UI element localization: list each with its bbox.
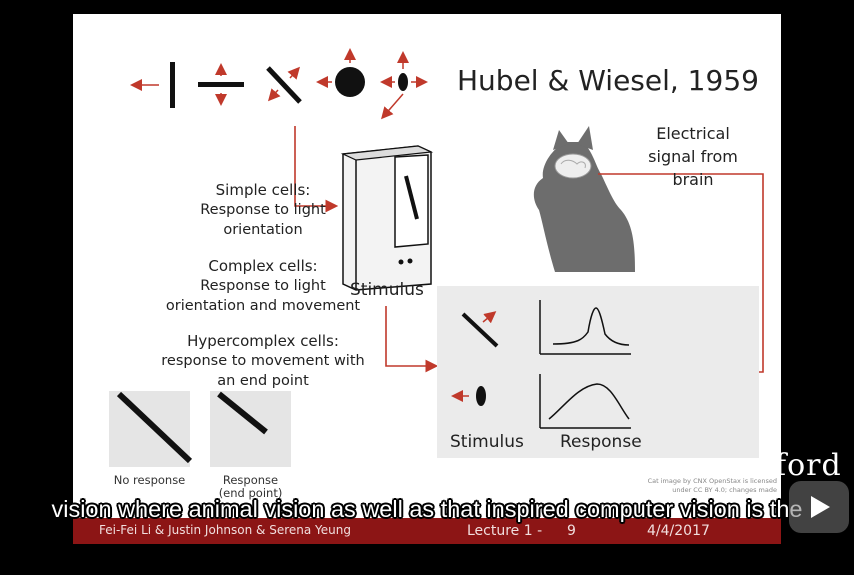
stanford-watermark: ford — [775, 448, 842, 483]
complex-cells-heading: Complex cells: — [208, 257, 318, 275]
diagonal-bar-stimulus-icon — [266, 66, 302, 104]
panel-stimulus-label: Stimulus — [450, 432, 524, 452]
hypercomplex-cells-heading: Hypercomplex cells: — [187, 332, 339, 350]
slide-title: Hubel & Wiesel, 1959 — [457, 64, 759, 97]
footer-date: 4/4/2017 — [647, 523, 710, 539]
large-dot-stimulus-icon — [316, 48, 365, 97]
stimulus-label: Stimulus — [350, 280, 424, 300]
play-icon — [811, 496, 830, 518]
horizontal-bar-stimulus-icon — [198, 63, 244, 106]
stimulus-monitor-icon — [340, 145, 434, 291]
vertical-bar-stimulus-icon — [130, 62, 175, 108]
small-oval-stimulus-icon — [380, 51, 428, 120]
video-subtitle: vision where animal vision as well as th… — [51, 496, 803, 522]
footer-authors: Fei-Fei Li & Justin Johnson & Serena Yeu… — [99, 523, 351, 537]
stimulus-diagram — [109, 48, 764, 467]
electrical-signal-label: Electrical signal from brain — [648, 124, 738, 189]
response-caption: Response (end point) — [218, 473, 283, 500]
simple-cells-description: Simple cells: Response to light orientat… — [133, 180, 393, 240]
no-response-image — [109, 391, 190, 467]
footer-slide-number: 9 — [567, 523, 576, 539]
lecture-slide: Hubel & Wiesel, 1959 — [73, 14, 781, 544]
footer-lecture: Lecture 1 - — [467, 523, 543, 539]
play-button[interactable] — [789, 481, 849, 533]
cat-silhouette-icon — [533, 126, 635, 272]
slide-footer: Fei-Fei Li & Justin Johnson & Serena Yeu… — [73, 518, 781, 544]
complex-cells-description: Complex cells: Response to light orienta… — [133, 256, 393, 316]
image-credit: Cat image by CNX OpenStax is licensed un… — [647, 477, 777, 494]
simple-cells-heading: Simple cells: — [215, 181, 311, 199]
end-point-response-image — [210, 391, 291, 467]
panel-response-label: Response — [560, 432, 642, 452]
response-chart-row2 — [539, 374, 631, 429]
no-response-caption: No response — [113, 473, 186, 487]
hypercomplex-cells-description: Hypercomplex cells: response to movement… — [113, 331, 413, 391]
response-chart-row1 — [539, 300, 631, 355]
